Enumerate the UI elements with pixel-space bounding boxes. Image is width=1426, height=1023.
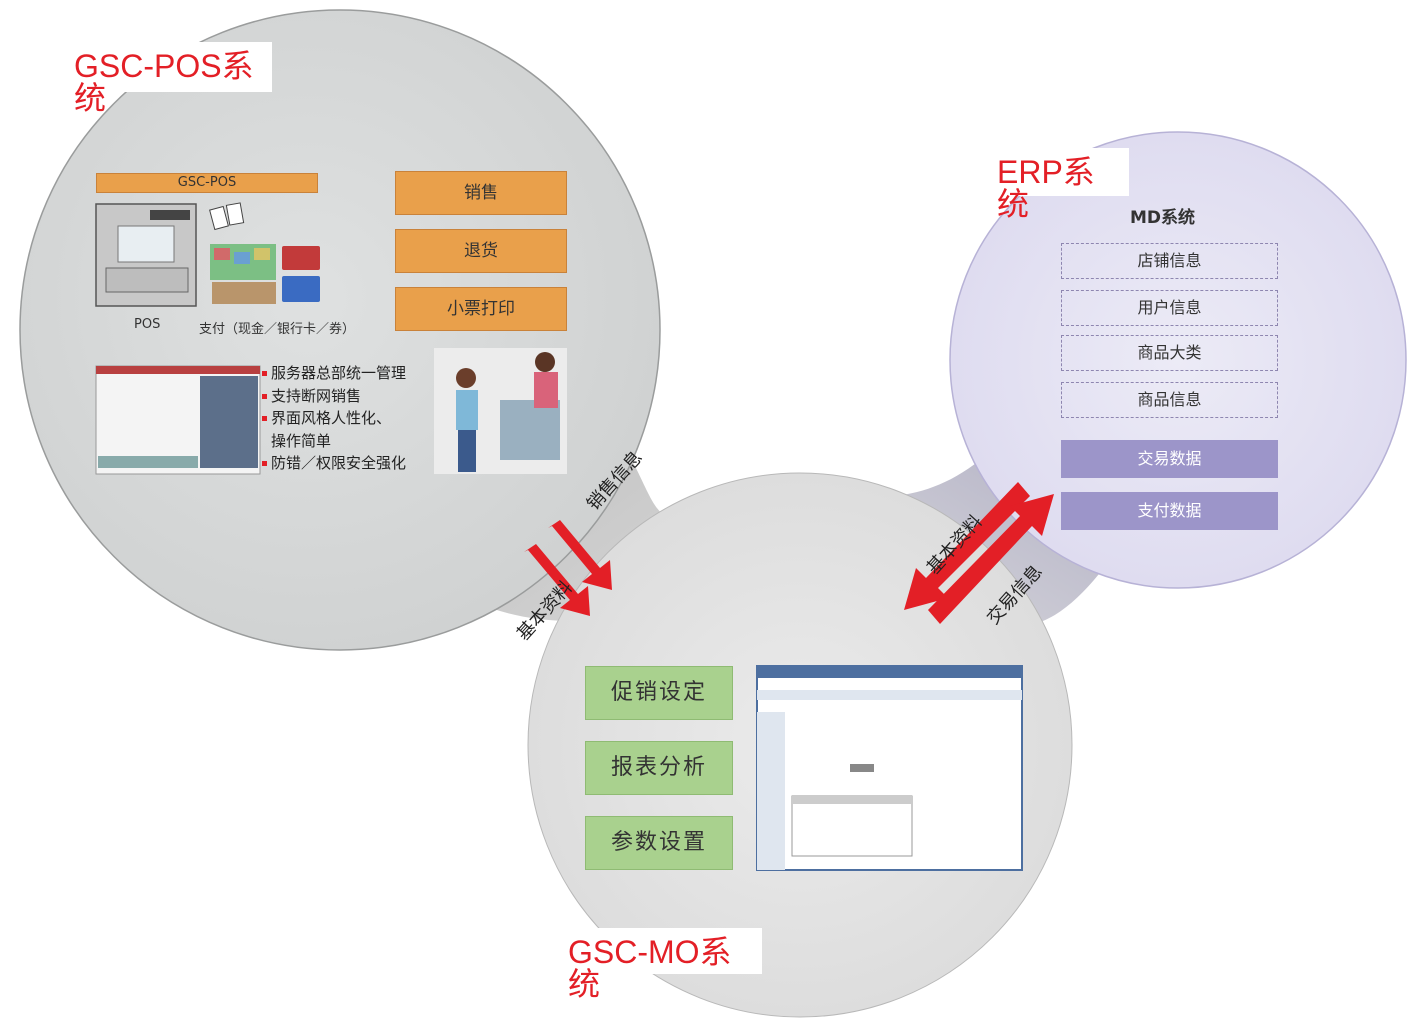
md-system-title: MD系统 <box>1130 208 1196 228</box>
arrow-erp-to-mo <box>904 482 1030 610</box>
promotion-settings-button[interactable]: 促销设定 <box>585 666 733 720</box>
parameter-settings-button[interactable]: 参数设置 <box>585 816 733 870</box>
receipt-icon <box>209 202 245 231</box>
report-analysis-button[interactable]: 报表分析 <box>585 741 733 795</box>
md-item-store-info[interactable]: 店铺信息 <box>1061 243 1278 279</box>
shop-scene-image <box>434 348 567 474</box>
md-item-category[interactable]: 商品大类 <box>1061 335 1278 371</box>
mo-screenshot-image <box>756 665 1023 871</box>
gsc-pos-header-bar: GSC-POS <box>96 173 318 193</box>
arrow-mo-to-erp <box>928 494 1054 624</box>
payment-image <box>210 244 320 304</box>
return-button[interactable]: 退货 <box>395 229 567 273</box>
feature-item: 界面风格人性化、 <box>262 407 406 430</box>
pos-device-image <box>95 203 197 307</box>
pos-circle <box>19 9 661 651</box>
md-item-user-info[interactable]: 用户信息 <box>1061 290 1278 326</box>
feature-list: 服务器总部统一管理 支持断网销售 界面风格人性化、 操作简单 防错／权限安全强化 <box>262 362 406 475</box>
pos-label: POS <box>134 317 161 332</box>
arrow-pos-to-mo <box>548 520 612 590</box>
payment-data-item[interactable]: 支付数据 <box>1061 492 1278 530</box>
mo-system-title: GSC-MO系统 <box>556 928 762 1000</box>
erp-system-title: ERP系统 <box>985 148 1129 220</box>
pos-mo-arrows <box>524 520 612 616</box>
feature-item: 防错／权限安全强化 <box>262 452 406 475</box>
feature-item: 操作简单 <box>271 431 332 450</box>
sales-button[interactable]: 销售 <box>395 171 567 215</box>
arrow-mo-to-pos <box>524 544 590 616</box>
pos-screen-image <box>95 365 261 475</box>
feature-item: 服务器总部统一管理 <box>262 362 406 385</box>
transaction-data-item[interactable]: 交易数据 <box>1061 440 1278 478</box>
feature-item: 支持断网销售 <box>262 385 406 408</box>
md-item-product-info[interactable]: 商品信息 <box>1061 382 1278 418</box>
payment-label: 支付（现金／银行卡／券） <box>199 322 356 337</box>
pos-system-title: GSC-POS系统 <box>62 42 272 114</box>
erp-mo-arrows <box>904 482 1054 624</box>
receipt-print-button[interactable]: 小票打印 <box>395 287 567 331</box>
